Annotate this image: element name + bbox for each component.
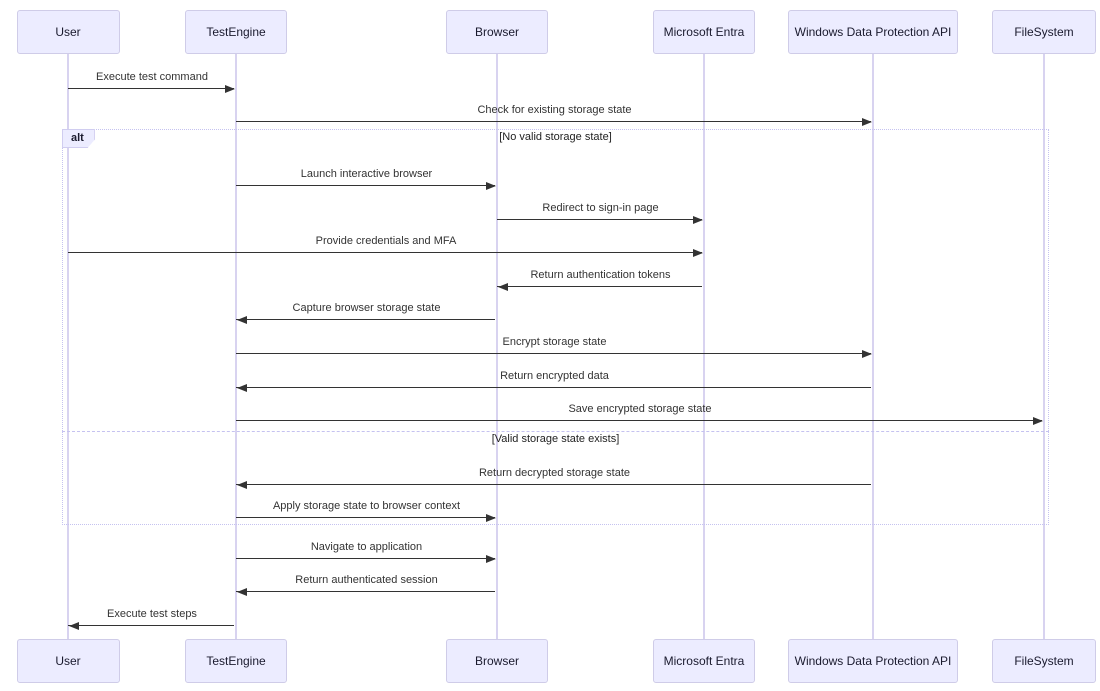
lifeline-windows-data-protection-api bbox=[872, 54, 874, 639]
lifeline-testengine bbox=[235, 54, 237, 639]
arrowhead-icon bbox=[486, 181, 496, 190]
participant-user-bottom: User bbox=[16, 639, 120, 683]
message-line bbox=[68, 252, 702, 253]
message-line bbox=[236, 484, 871, 485]
message-label: Save encrypted storage state bbox=[568, 403, 712, 415]
arrowhead-icon bbox=[862, 349, 872, 358]
message-line bbox=[497, 286, 702, 287]
participant-filesystem-top: FileSystem bbox=[992, 10, 1096, 54]
lifeline-user bbox=[67, 54, 69, 639]
alt-else-divider bbox=[62, 431, 1049, 432]
arrowhead-icon bbox=[486, 554, 496, 563]
alt-condition-label: [Valid storage state exists] bbox=[491, 433, 620, 445]
message-line bbox=[68, 625, 234, 626]
message-line bbox=[236, 387, 871, 388]
message-line bbox=[236, 121, 871, 122]
alt-label: alt bbox=[62, 129, 95, 148]
arrowhead-icon bbox=[498, 282, 508, 291]
participant-microsoft-entra-bottom: Microsoft Entra bbox=[653, 639, 755, 683]
arrowhead-icon bbox=[693, 215, 703, 224]
arrowhead-icon bbox=[237, 480, 247, 489]
arrowhead-icon bbox=[486, 513, 496, 522]
message-label: Navigate to application bbox=[310, 541, 423, 553]
participant-browser-bottom: Browser bbox=[446, 639, 548, 683]
participant-windows-data-protection-api-top: Windows Data Protection API bbox=[788, 10, 958, 54]
message-line bbox=[236, 558, 495, 559]
message-label: Return authentication tokens bbox=[530, 269, 671, 281]
participant-windows-data-protection-api-bottom: Windows Data Protection API bbox=[788, 639, 958, 683]
message-label: Encrypt storage state bbox=[502, 336, 607, 348]
arrowhead-icon bbox=[237, 383, 247, 392]
lifeline-microsoft-entra bbox=[703, 54, 705, 639]
message-line bbox=[236, 591, 495, 592]
message-line bbox=[236, 185, 495, 186]
lifeline-browser bbox=[496, 54, 498, 639]
arrowhead-icon bbox=[862, 117, 872, 126]
participant-filesystem-bottom: FileSystem bbox=[992, 639, 1096, 683]
arrowhead-icon bbox=[693, 248, 703, 257]
lifeline-filesystem bbox=[1043, 54, 1045, 639]
message-label: Check for existing storage state bbox=[477, 104, 632, 116]
arrowhead-icon bbox=[237, 587, 247, 596]
message-line bbox=[236, 353, 871, 354]
message-label: Execute test steps bbox=[107, 608, 197, 620]
message-label: Capture browser storage state bbox=[292, 302, 441, 314]
message-label: Launch interactive browser bbox=[300, 168, 433, 180]
message-label: Apply storage state to browser context bbox=[272, 500, 461, 512]
participant-browser-top: Browser bbox=[446, 10, 548, 54]
message-line bbox=[236, 319, 495, 320]
message-label: Provide credentials and MFA bbox=[315, 235, 457, 247]
participant-testengine-bottom: TestEngine bbox=[185, 639, 287, 683]
participant-microsoft-entra-top: Microsoft Entra bbox=[653, 10, 755, 54]
participant-user-top: User bbox=[16, 10, 120, 54]
alt-condition-label: [No valid storage state] bbox=[499, 131, 612, 143]
message-label: Return encrypted data bbox=[500, 370, 609, 382]
message-line bbox=[68, 88, 234, 89]
alt-frame bbox=[62, 129, 1049, 525]
message-line bbox=[497, 219, 702, 220]
message-line bbox=[236, 517, 495, 518]
participant-testengine-top: TestEngine bbox=[185, 10, 287, 54]
message-label: Redirect to sign-in page bbox=[542, 202, 659, 214]
arrowhead-icon bbox=[69, 621, 79, 630]
message-label: Return authenticated session bbox=[295, 574, 438, 586]
message-line bbox=[236, 420, 1042, 421]
arrowhead-icon bbox=[225, 84, 235, 93]
message-label: Return decrypted storage state bbox=[478, 467, 631, 479]
arrowhead-icon bbox=[237, 315, 247, 324]
arrowhead-icon bbox=[1033, 416, 1043, 425]
message-label: Execute test command bbox=[96, 71, 208, 83]
